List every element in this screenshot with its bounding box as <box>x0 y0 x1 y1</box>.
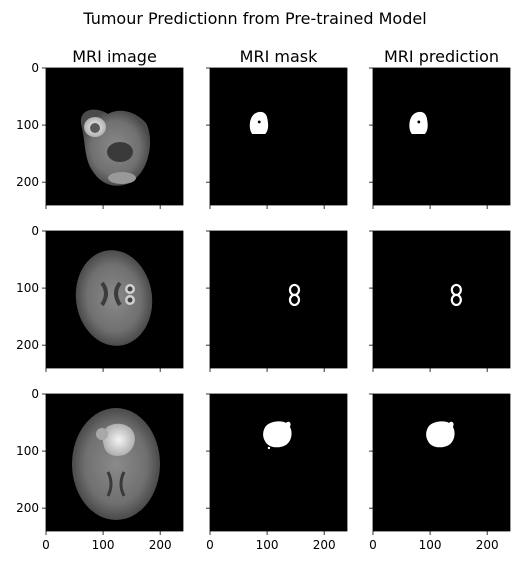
prediction-blob <box>426 421 455 448</box>
mask-speck <box>267 446 271 450</box>
xtick-label: 100 <box>419 538 442 552</box>
figure-title: Tumour Predictionn from Pre-trained Mode… <box>82 9 426 28</box>
image-area <box>373 394 510 531</box>
lesion <box>102 423 135 456</box>
ventricles <box>100 281 122 307</box>
image-area <box>210 394 347 531</box>
ytick-label: 200 <box>16 338 39 352</box>
xtick-label: 100 <box>92 538 115 552</box>
panel-r0-c1 <box>206 67 348 209</box>
image-area <box>210 231 347 368</box>
axes-frame <box>372 393 511 532</box>
axes-frame <box>209 393 348 532</box>
mask-blob <box>263 421 292 448</box>
axes-frame <box>209 67 348 206</box>
lesion-core <box>127 286 133 292</box>
xtick-label: 0 <box>206 538 214 552</box>
column-title-0: MRI image <box>72 47 157 66</box>
panel-r1-c2 <box>369 230 511 372</box>
brainstem <box>107 142 133 162</box>
xtick-label: 0 <box>369 538 377 552</box>
xtick-label: 200 <box>313 538 336 552</box>
xtick-label: 200 <box>476 538 499 552</box>
ytick-label: 0 <box>31 387 39 401</box>
ytick-label: 0 <box>31 224 39 238</box>
xtick-label: 0 <box>42 538 50 552</box>
ytick-label: 100 <box>16 444 39 458</box>
panel-r2-c1: 0 100 200 <box>206 393 348 552</box>
column-title-2: MRI prediction <box>384 47 499 66</box>
axes-frame <box>45 393 184 532</box>
lesion-core <box>127 297 133 303</box>
ytick-label: 200 <box>16 501 39 515</box>
panel-r2-c2: 0 100 200 <box>369 393 511 552</box>
panel-r2-c0: 0 100 200 0 100 200 <box>16 387 184 552</box>
blob-hole <box>417 120 421 124</box>
axes-frame <box>45 230 184 369</box>
panel-r1-c0: 0 100 200 <box>16 224 184 372</box>
axes-frame <box>372 67 511 206</box>
axes-frame <box>45 67 184 206</box>
ytick-label: 100 <box>16 118 39 132</box>
panel-r0-c0: 0 100 200 <box>16 61 184 209</box>
lesion-core <box>90 123 100 133</box>
panel-r1-c1 <box>206 230 348 372</box>
blob-hole <box>257 120 261 124</box>
mask-blob <box>288 293 301 307</box>
brain-tissue <box>75 250 153 346</box>
column-title-1: MRI mask <box>240 47 318 66</box>
axes-frame <box>209 230 348 369</box>
ytick-label: 200 <box>16 175 39 189</box>
axes-frame <box>372 230 511 369</box>
panel-grid: MRI image MRI mask MRI prediction 0 100 200 0 1… <box>16 47 511 552</box>
ytick-label: 100 <box>16 281 39 295</box>
xtick-label: 200 <box>149 538 172 552</box>
brain-tissue <box>72 408 160 520</box>
xtick-label: 100 <box>256 538 279 552</box>
cerebellum <box>108 172 136 184</box>
ytick-label: 0 <box>31 61 39 75</box>
image-area <box>373 68 510 205</box>
image-area <box>373 231 510 368</box>
panel-r0-c2 <box>369 67 511 209</box>
image-area <box>210 68 347 205</box>
prediction-blob <box>450 293 462 307</box>
lesion <box>96 428 108 440</box>
ventricles <box>106 471 126 497</box>
